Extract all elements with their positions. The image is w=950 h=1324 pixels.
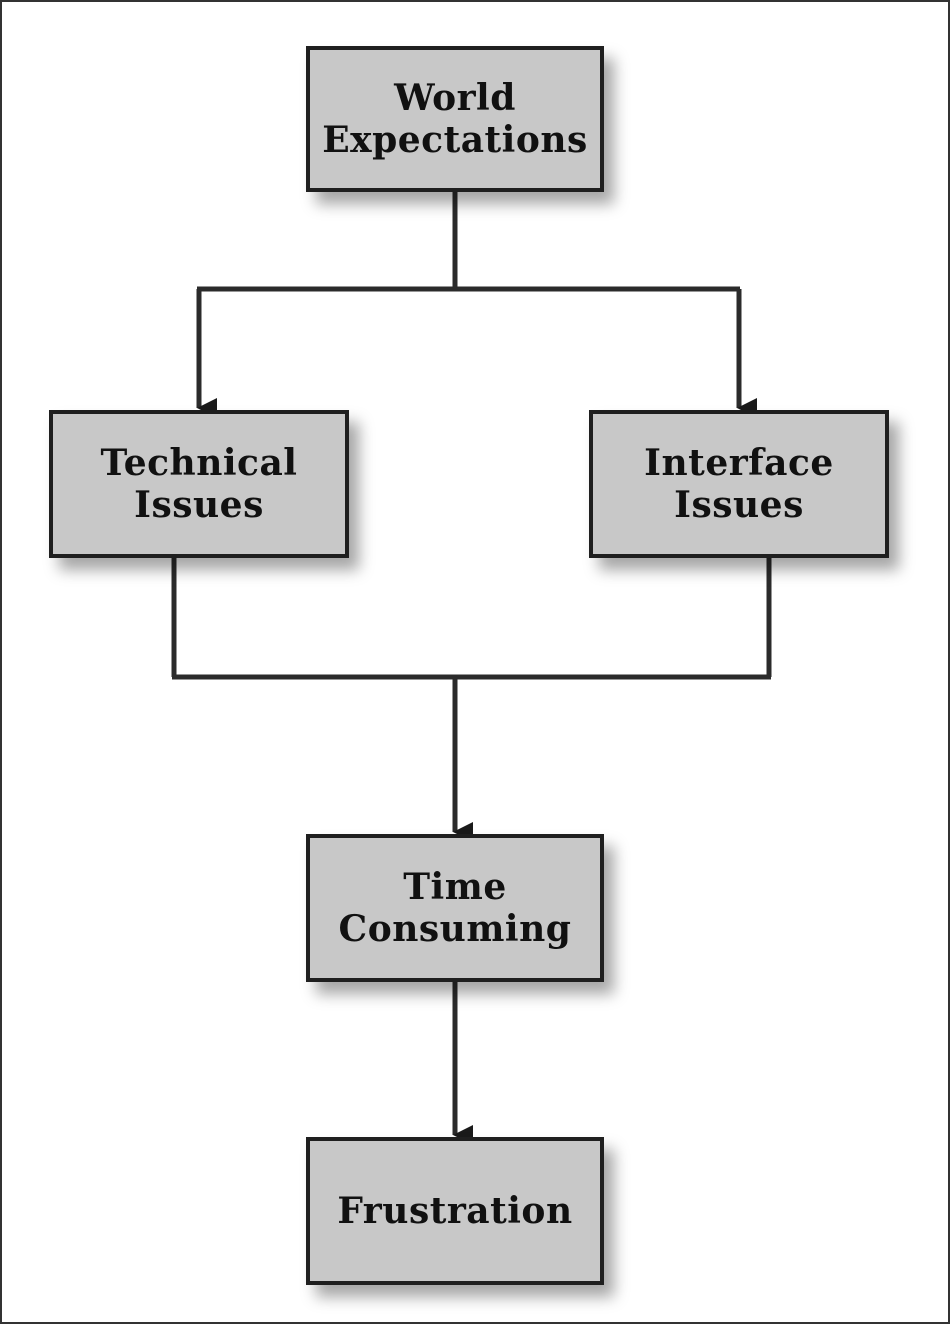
node-label: Technical Issues <box>100 442 298 526</box>
node-label: World Expectations <box>322 77 588 161</box>
node-frustration: Frustration <box>306 1137 604 1285</box>
node-label: Interface Issues <box>644 442 834 526</box>
node-world-expectations: World Expectations <box>306 46 604 192</box>
node-interface-issues: Interface Issues <box>589 410 889 558</box>
node-label: Time Consuming <box>338 866 572 950</box>
node-technical-issues: Technical Issues <box>49 410 349 558</box>
node-time-consuming: Time Consuming <box>306 834 604 982</box>
node-label: Frustration <box>337 1190 573 1232</box>
